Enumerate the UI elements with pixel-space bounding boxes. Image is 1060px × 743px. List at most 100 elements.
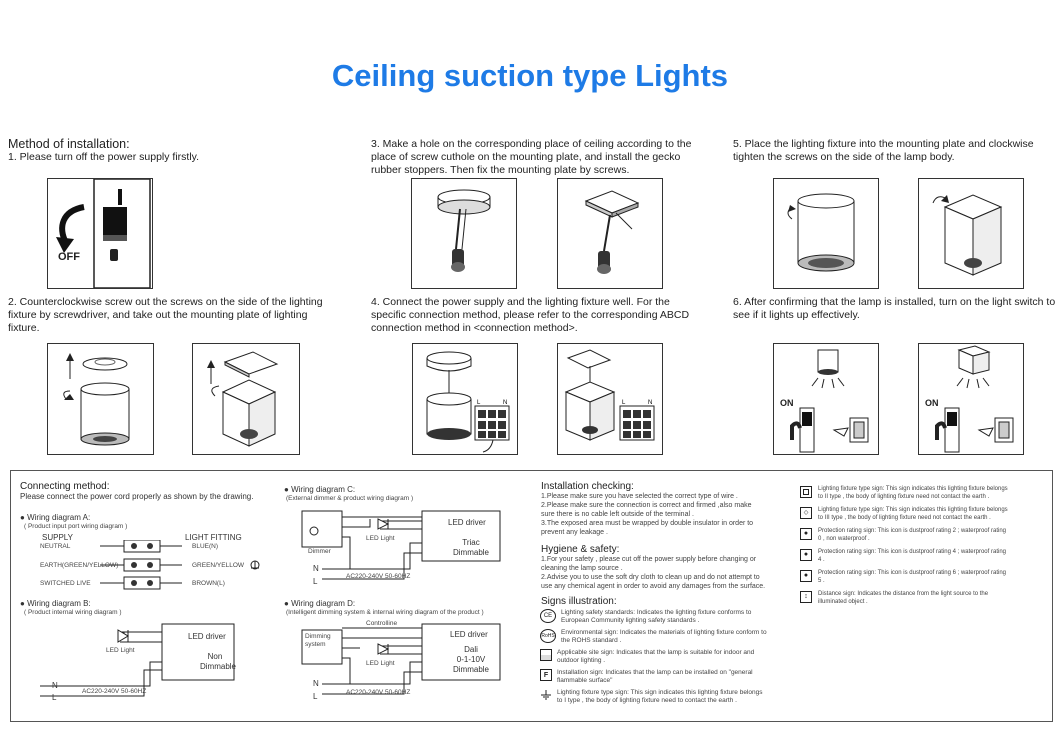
- sign-text: Protection rating sign: This icon is dus…: [818, 528, 1006, 534]
- step-3-line: 3. Make a hole on the corresponding plac…: [371, 138, 692, 150]
- indoor-outdoor-icon: [540, 649, 552, 661]
- step-2-line: 2. Counterclockwise screw out the screws…: [8, 296, 323, 308]
- controlline-label: Controlline: [366, 620, 398, 627]
- wiring-c-sub: (External dimmer & product wiring diagra…: [286, 495, 414, 502]
- n-d-label: N: [313, 679, 319, 688]
- step-4-text: 4. Connect the power supply and the ligh…: [371, 296, 721, 335]
- wiring-a-label: Wiring diagram A:: [27, 513, 91, 522]
- step-6-line: 6. After confirming that the lamp is ins…: [733, 296, 1056, 308]
- driver-c-label: LED driver: [448, 518, 486, 527]
- sign-text: the ROHS standard .: [561, 637, 622, 644]
- checking-line: prevent any leakage .: [541, 529, 608, 536]
- ac-b-label: AC220-240V 50-60HZ: [82, 688, 147, 695]
- signs-heading: Signs illustration:: [541, 596, 617, 607]
- checking-line: sure there is no cable left outside of t…: [541, 511, 694, 518]
- dimming-system-label: Dimming system: [305, 633, 331, 649]
- sign-text: Lighting fixture type sign: This sign in…: [557, 689, 763, 696]
- wiring-a-title: ● Wiring diagram A:: [20, 513, 90, 523]
- round-plate-mount-illustration: [411, 178, 517, 289]
- sign-type-1: Lighting fixture type sign: This sign in…: [540, 689, 790, 709]
- wiring-a-sub: ( Product input port wiring diagram ): [24, 523, 128, 530]
- sign-type-2: Lighting fixture type sign: This sign in…: [800, 486, 1040, 507]
- sign-text: to II type , the body of lighting fixtur…: [818, 493, 990, 500]
- safety-line: 2.Advise you to use the soft dry cloth t…: [541, 574, 760, 581]
- ce-icon: CE: [540, 609, 556, 623]
- sign-text: to III type , the body of lighting fixtu…: [818, 514, 991, 521]
- sign-text: European Community lighting safety stand…: [561, 617, 700, 624]
- sign-text: 5 .: [818, 577, 825, 584]
- step-2-line: fixture by screwdriver, and take out the…: [8, 309, 308, 321]
- sign-site: Applicable site sign: Indicates that the…: [540, 649, 790, 669]
- square-lamp-fit-illustration: [918, 178, 1024, 289]
- protection-rating-icon: ●: [800, 570, 812, 582]
- step-6-line: see if it lights up effectively.: [733, 309, 860, 321]
- signs-right: Lighting fixture type sign: This sign in…: [800, 486, 1040, 612]
- led-light-d-label: LED Light: [366, 660, 395, 667]
- wiring-c-diagram: [300, 507, 525, 587]
- system-line: Dimming: [305, 633, 331, 640]
- protection-rating-icon: ●: [800, 528, 812, 540]
- neutral-label: NEUTRAL: [40, 543, 71, 550]
- step-4-line: 4. Connect the power supply and the ligh…: [371, 296, 670, 308]
- sign-ip65: ● Protection rating sign: This icon is d…: [800, 570, 1040, 591]
- driver-c-mode: Triac Dimmable: [448, 538, 494, 558]
- step-3-line: place of screw cuthole on the mounting p…: [371, 151, 681, 163]
- sign-text: Applicable site sign: Indicates that the…: [557, 649, 755, 656]
- mode-line: Triac: [462, 538, 480, 547]
- sign-text: outdoor lighting .: [557, 657, 606, 664]
- led-light-c-label: LED Light: [366, 535, 395, 542]
- wiring-a-diagram: [20, 540, 260, 590]
- flammable-surface-icon: F: [540, 669, 552, 681]
- sign-rohs: RoHS Environmental sign: Indicates the m…: [540, 629, 790, 649]
- step-1-text: Method of installation: 1. Please turn o…: [8, 138, 348, 164]
- step-5-text: 5. Place the lighting fixture into the m…: [733, 138, 1058, 164]
- sign-text: flammable surface": [557, 677, 613, 684]
- wiring-d-sub: (Intelligent dimming system & internal w…: [286, 609, 484, 616]
- wiring-b-label: Wiring diagram B:: [27, 599, 91, 608]
- rohs-icon: RoHS: [540, 629, 556, 643]
- sign-text: Lighting fixture type sign: This sign in…: [818, 507, 1008, 513]
- sign-ip20: ● Protection rating sign: This icon is d…: [800, 528, 1040, 549]
- mode-line: Dali: [464, 645, 478, 654]
- earth-label: EARTH(GREEN/YELLOW): [40, 562, 119, 569]
- switched-live-label: SWITCHED LIVE: [40, 580, 91, 587]
- double-insulation-icon: [800, 486, 812, 498]
- wiring-b-diagram: [40, 620, 270, 704]
- sign-type-3: ◇ Lighting fixture type sign: This sign …: [800, 507, 1040, 528]
- step-3-line: rubber stoppers. Then fix the mounting p…: [371, 164, 630, 176]
- connecting-note: Please connect the power cord properly a…: [20, 492, 254, 501]
- step-5-line: 5. Place the lighting fixture into the m…: [733, 138, 1034, 150]
- page-title: Ceiling suction type Lights: [331, 58, 729, 93]
- round-wiring-illustration: L N: [412, 343, 518, 455]
- square-lamp-on-illustration: ON: [918, 343, 1024, 455]
- switch-off-illustration: OFF: [47, 178, 153, 289]
- driver-b-mode: Non Dimmable: [200, 652, 236, 672]
- svg-text:N: N: [648, 400, 652, 406]
- on-label-square: ON: [925, 398, 939, 408]
- wiring-c-title: ● Wiring diagram C:: [284, 485, 355, 495]
- sign-text: 4 .: [818, 556, 825, 563]
- sign-install: F Installation sign: Indicates that the …: [540, 669, 790, 689]
- brown-label: BROWN(L): [192, 580, 225, 587]
- system-line: system: [305, 641, 326, 648]
- l-c-label: L: [313, 577, 318, 586]
- led-light-b-label: LED Light: [106, 647, 135, 654]
- distance-icon: ↕: [800, 591, 812, 603]
- bullet-icon: ●: [284, 485, 289, 494]
- connecting-title: Connecting method:: [20, 481, 110, 492]
- driver-d-label: LED driver: [450, 630, 488, 639]
- sign-text: illuminated object .: [818, 598, 868, 605]
- driver-b-label: LED driver: [188, 632, 226, 641]
- signs-left: CE Lighting safety standards: Indicates …: [540, 609, 790, 709]
- bullet-icon: ●: [20, 513, 25, 522]
- mode-line: Non: [207, 652, 223, 661]
- dimmer-label: Dimmer: [308, 548, 331, 555]
- step-2-line: fixture.: [8, 322, 40, 334]
- step-4-line: specific connection method, please refer…: [371, 309, 690, 321]
- method-heading: Method of installation:: [8, 137, 130, 151]
- blue-label: BLUE(N): [192, 543, 219, 550]
- step-3-text: 3. Make a hole on the corresponding plac…: [371, 138, 721, 177]
- supply-label: SUPPLY: [42, 533, 73, 542]
- round-lamp-unscrew-illustration: [47, 343, 154, 455]
- mode-line: 0-1-10V: [456, 655, 486, 664]
